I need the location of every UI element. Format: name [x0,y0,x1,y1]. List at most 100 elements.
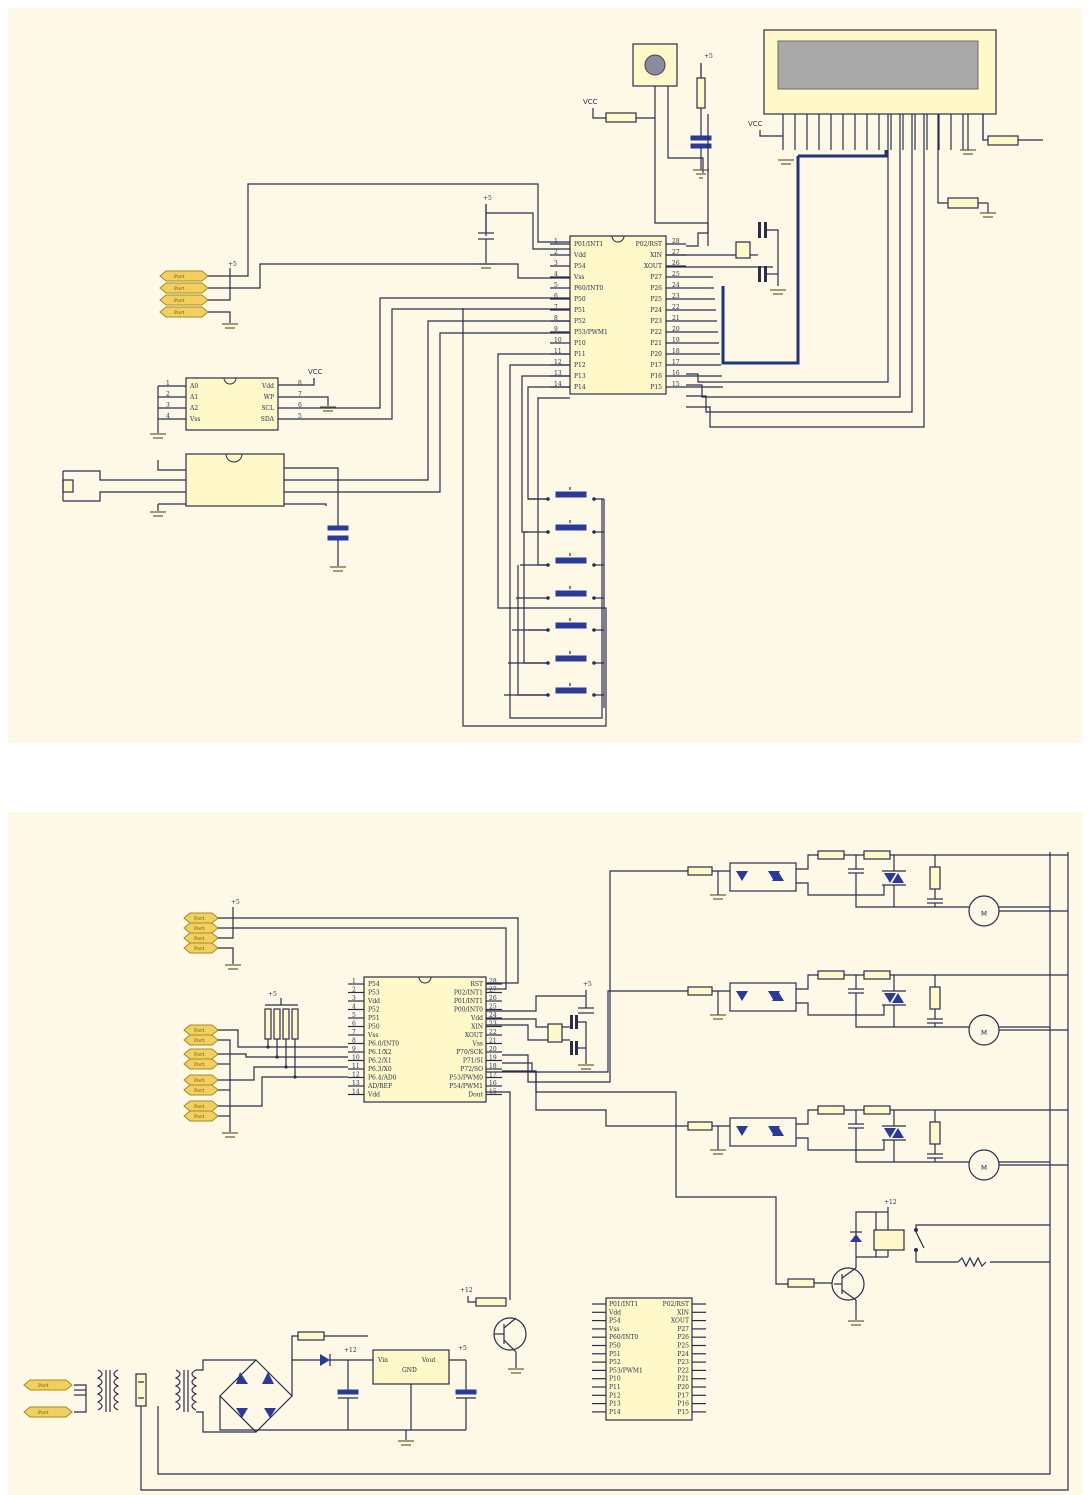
pin-number: 25 [672,271,680,278]
port-label: Port [174,310,185,316]
pin-label: P10 [574,340,586,347]
pin-label: P27 [650,274,662,281]
pin-number: 1 [166,380,170,387]
port-label: Port [194,946,205,952]
pin-label: P52 [368,1007,380,1014]
pin-label: P15 [650,384,662,391]
pin-label: XIN [677,1309,689,1316]
vcc-label: VCC [583,98,598,106]
port-label: Port [194,1038,205,1044]
pin-number: 3 [554,260,558,267]
pin-number: 24 [672,282,680,289]
pin-label: RST [470,981,483,988]
microcontroller-chip: P541P532Vdd3P524P515P506Vss7P6.0/INT08P6… [348,976,502,1103]
pin-number: 4 [166,413,170,420]
pin-label: P00/INT0 [454,1007,483,1014]
supply-label: +5 [268,991,277,998]
pin-label: P25 [677,1343,689,1350]
pin-label: P11 [609,1384,621,1391]
pin-label: P20 [650,351,662,358]
pin-label: P53/PWM0 [449,1075,483,1082]
lcd-contrast-pot [947,197,979,209]
pin-number: 23 [672,293,680,300]
pin-label: P16 [650,373,662,380]
push-button-group [462,308,607,727]
sensor-chip [185,453,285,507]
supply-label: +12 [884,1199,897,1206]
port-label: Port [174,286,185,292]
regulator-vin: Vin [377,1357,388,1364]
pin-label: P24 [677,1351,689,1358]
pin-number: 1 [352,978,356,985]
supply-label: +5 [231,899,240,906]
pin-number: 22 [672,304,680,311]
pin-number: 14 [352,1089,360,1096]
port-label: Port [194,1062,205,1068]
pin-label: P14 [609,1409,621,1416]
pin-label: P54 [609,1318,621,1325]
pin-label: P15 [677,1409,689,1416]
supply-label: +5 [483,195,492,202]
port-label: Port [194,936,205,942]
pin-number: 11 [554,348,562,355]
motor-channel: M [502,850,1068,1083]
pin-label: P26 [650,285,662,292]
pin-number: 2 [166,391,170,398]
lcd-module [763,29,997,165]
motor-channel: M [502,970,1068,1073]
pin-number: 3 [166,402,170,409]
pin-label: P17 [650,362,662,369]
vcc-label: VCC [748,120,763,128]
pin-label: P01/INT1 [574,241,603,248]
vcc-label: VCC [308,368,323,376]
pin-number: 9 [352,1046,356,1053]
pin-label: A1 [189,394,198,401]
crystal-oscillator: +5 [486,981,594,1070]
pin-number: 22 [489,1029,497,1036]
supply-label: +5 [704,53,713,60]
motor-label: M [981,1164,987,1172]
pin-label: Vdd [470,1015,483,1022]
pin-number: 3 [352,995,356,1002]
pin-label: P10 [609,1376,621,1383]
pin-number: 5 [298,413,302,420]
pin-label: P6.2/X1 [368,1058,392,1065]
supply-label: +12 [344,1347,357,1354]
pin-number: 10 [554,337,562,344]
switch-transistor: +12 [460,1091,527,1374]
push-button [555,687,587,694]
pin-number: 10 [352,1055,360,1062]
pin-label: P26 [677,1334,689,1341]
motor-channel: M [502,1070,1068,1181]
pin-label: XIN [650,252,662,259]
pin-number: 17 [489,1072,497,1079]
pin-number: 7 [352,1029,356,1036]
crystal [62,479,74,493]
pin-label: P17 [677,1392,689,1399]
pin-number: 6 [298,402,302,409]
pin-label: Vdd [261,383,274,390]
port-label: Port [194,1114,205,1120]
push-button [555,590,587,597]
pin-number: 21 [672,315,680,322]
pin-number: 5 [554,282,558,289]
pin-label: P24 [650,307,662,314]
regulator-vout: Vout [421,1357,436,1364]
pin-label: P52 [609,1359,621,1366]
pin-label: P51 [368,1015,380,1022]
pin-label: P70/SCK [456,1049,483,1056]
pin-number: 20 [489,1046,497,1053]
pin-number: 11 [352,1063,360,1070]
pin-number: 12 [352,1072,360,1079]
pin-number: 12 [554,359,562,366]
pin-label: SCL [261,405,274,412]
pin-number: 2 [352,987,356,994]
pin-label: P51 [609,1351,621,1358]
pin-number: 20 [672,326,680,333]
pin-number: 19 [489,1055,497,1062]
pin-label: P50 [609,1343,621,1350]
port-label: Port [194,1052,205,1058]
pin-label: Vss [189,416,201,423]
relay-coil [873,1229,905,1251]
